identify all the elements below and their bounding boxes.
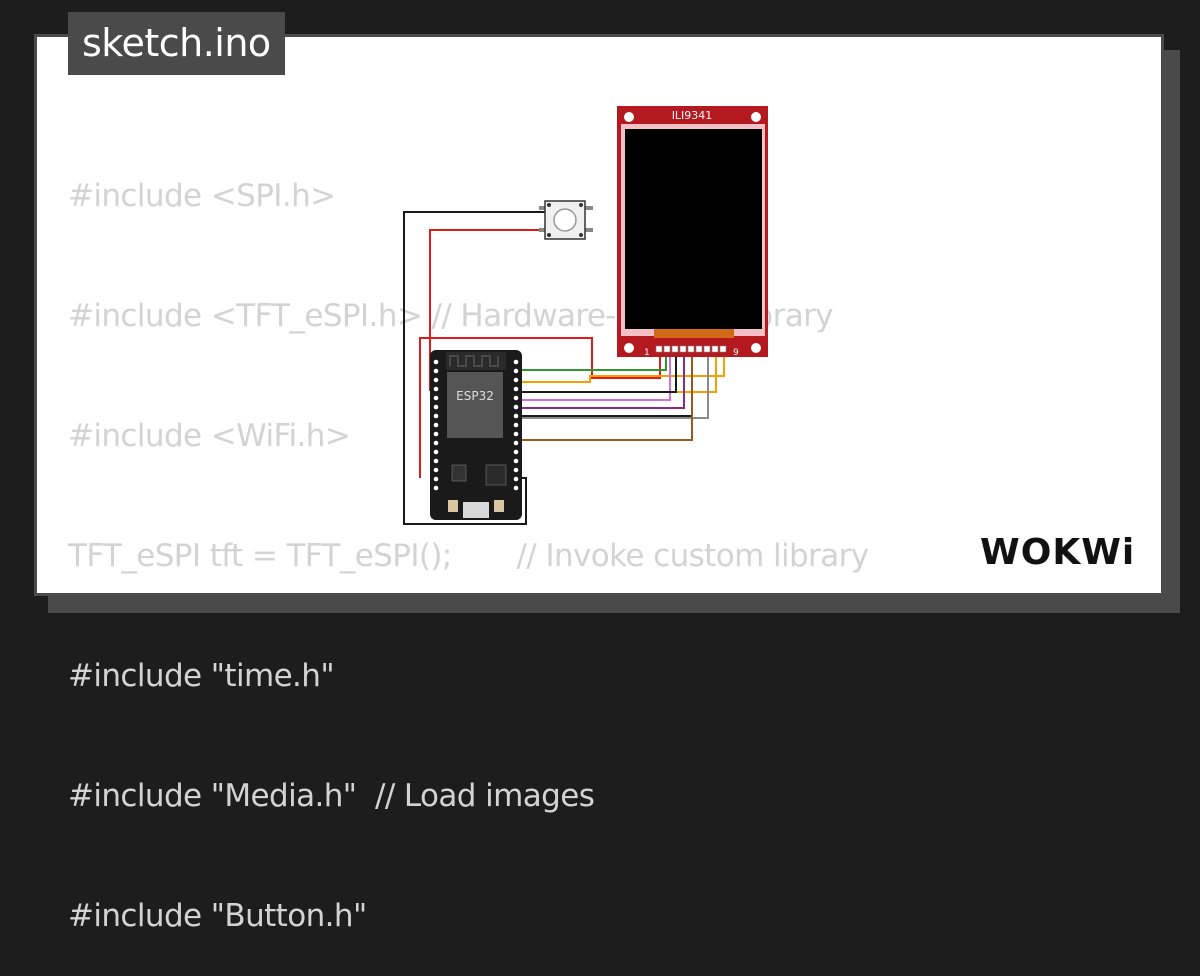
wire-red-vcc	[419, 337, 661, 478]
display-pin-start: 1	[644, 348, 650, 358]
code-line: #include "Media.h" // Load images	[68, 778, 595, 814]
wokwi-logo: WOKWi	[980, 532, 1135, 573]
wire-purple	[520, 350, 685, 409]
wire-brown	[520, 350, 693, 441]
code-line: #include <SPI.h>	[68, 178, 336, 214]
code-line: #include "time.h"	[68, 658, 335, 694]
board-pins-right	[513, 359, 519, 491]
wires	[403, 211, 725, 525]
wire-orange-1	[520, 350, 725, 383]
ili9341-display[interactable]: ILI9341 1 9	[617, 106, 768, 358]
esp32-board[interactable]: ESP32	[430, 350, 522, 520]
wire-violet	[520, 350, 671, 401]
wire-black-gnd	[520, 350, 677, 393]
file-tab-title: sketch.ino	[68, 12, 285, 75]
code-line: #include "Button.h"	[68, 898, 367, 934]
board-label: ESP32	[456, 389, 494, 403]
wire-gray	[520, 350, 709, 419]
code-line: TFT_eSPI tft = TFT_eSPI(); // Invoke cus…	[68, 538, 869, 574]
wire-black-button	[403, 211, 545, 525]
display-label: ILI9341	[672, 109, 713, 122]
code-line: #include <WiFi.h>	[68, 418, 351, 454]
push-button-component[interactable]	[539, 200, 593, 240]
wokwi-logo-text: WOKWi	[980, 532, 1135, 573]
circuit-diagram: ILI9341 1 9 ESP32	[403, 106, 768, 525]
board-pins-left	[433, 359, 439, 491]
preview-card	[34, 34, 1164, 596]
display-pin-header	[655, 345, 727, 353]
display-pin-end: 9	[733, 348, 739, 358]
